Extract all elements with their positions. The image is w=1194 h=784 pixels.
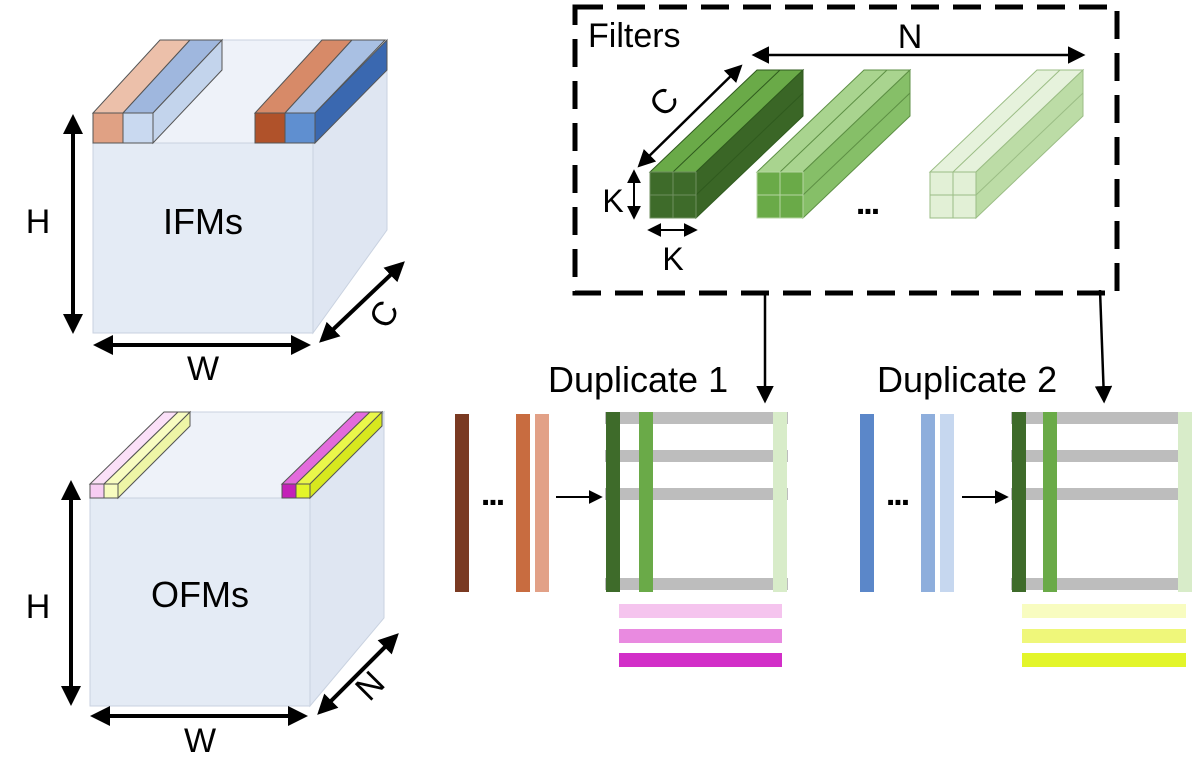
duplicate2-crossbar-row-3	[1011, 488, 1192, 500]
ofm-height-label: H	[26, 588, 51, 626]
filters-ellipsis: ...	[856, 184, 879, 222]
ofm-channel-bar-yellow-dark-front	[295, 483, 311, 499]
duplicate1-crossbar-col-3	[773, 412, 787, 592]
ifm-channel-bar-red-dark-front	[254, 112, 286, 144]
filter-pale-green	[928, 68, 1085, 220]
duplicate2-crossbar-row-2	[1011, 450, 1192, 462]
filter-mid-green	[755, 68, 912, 220]
ifm-cube	[91, 38, 388, 335]
duplicate1-input-bar-red-mid	[516, 414, 530, 592]
duplicate1-output-bar-pink-mid	[619, 629, 782, 643]
ifm-channel-bar-blue-front	[284, 112, 316, 144]
ofm-cube-front	[89, 497, 311, 707]
duplicate2-output-bar-yellow-dark	[1022, 653, 1186, 667]
duplicate2-output-bar-yellow-light	[1022, 604, 1186, 618]
duplicate2-crossbar-col-1	[1012, 412, 1026, 592]
duplicate1-crossbar-col-1	[606, 412, 620, 592]
ifm-cube-front	[92, 142, 314, 334]
filter-pale-green-side-divider	[975, 92, 1084, 196]
duplicate2-outputs	[1022, 604, 1186, 667]
duplicate1-crossbar-row-3	[605, 488, 788, 500]
duplicate2-output-bar-yellow-mid	[1022, 629, 1186, 643]
duplicate1-outputs	[619, 604, 782, 667]
duplicate2-crossbar-col-3	[1178, 412, 1192, 592]
filters-to-duplicate2-arrow	[1094, 289, 1113, 404]
duplicate1-input-bar-red-dark	[455, 414, 469, 592]
ofm-width-label: W	[184, 722, 216, 760]
duplicate2-input-bar-blue-dark	[860, 414, 874, 592]
duplicate1-output-bar-pink-dark	[619, 653, 782, 667]
ifm-height-label: H	[26, 203, 51, 241]
ofm-channel-bar-yellow-light-front	[103, 483, 119, 499]
duplicate2-input-ellipsis: ...	[886, 475, 909, 513]
duplicate2-input-bar-blue-mid	[921, 414, 935, 592]
filters-depth-label: C	[642, 80, 686, 124]
filters-title: Filters	[588, 17, 681, 55]
ifm-channel-bar-blue-light-front	[122, 112, 154, 144]
filter-dark-green-side-divider	[695, 92, 804, 196]
ofm-depth-label: N	[348, 664, 392, 708]
duplicate1-crossbar	[605, 412, 788, 592]
duplicate1-crossbar-row-1	[605, 412, 788, 424]
duplicate1-label: Duplicate 1	[548, 359, 728, 400]
ofm-cube	[88, 410, 386, 708]
filters-dashed-box	[572, 4, 1120, 296]
filter-dark-green	[648, 68, 805, 220]
filters-depth-arrow	[637, 64, 743, 168]
ofm-channel-bar-pink-light-front	[89, 483, 105, 499]
filters-count-label: N	[898, 18, 923, 56]
duplicate2-crossbar-col-2	[1043, 412, 1057, 592]
duplicate2-label: Duplicate 2	[877, 359, 1057, 400]
kernel-width-label: K	[662, 241, 683, 277]
duplicate2-input-bar-blue-light	[940, 414, 954, 592]
ifm-depth-label: C	[362, 294, 407, 334]
ifm-title: IFMs	[163, 201, 243, 242]
duplicate1-crossbar-row-2	[605, 450, 788, 462]
filter-dark-green-top-divider	[672, 69, 781, 173]
duplicate1-inputs: ...	[455, 414, 549, 592]
duplicate1-input-bar-red-light	[535, 414, 549, 592]
filter-pale-green-top-divider	[952, 69, 1061, 173]
ofm-channel-bar-pink-dark-front	[281, 483, 297, 499]
ifm-width-label: W	[187, 350, 219, 388]
kernel-height-label: K	[602, 183, 623, 219]
ifm-channel-bar-red-light-front	[92, 112, 124, 144]
duplicate1-crossbar-col-2	[639, 412, 653, 592]
duplicate1-crossbar-row-4	[605, 578, 788, 590]
filter-mid-green-side-divider	[802, 92, 911, 196]
duplicate2-crossbar	[1011, 412, 1192, 592]
duplicate1-input-ellipsis: ...	[481, 475, 504, 513]
duplicate2-crossbar-row-1	[1011, 412, 1192, 424]
duplicate2-crossbar-row-4	[1011, 578, 1192, 590]
ofm-depth-arrow	[317, 633, 399, 715]
filter-mid-green-top-divider	[779, 69, 888, 173]
ofm-title: OFMs	[151, 574, 249, 615]
duplicate1-output-bar-pink-light	[619, 604, 782, 618]
ifm-depth-arrow	[319, 261, 405, 343]
duplicate2-inputs: ...	[860, 414, 954, 592]
